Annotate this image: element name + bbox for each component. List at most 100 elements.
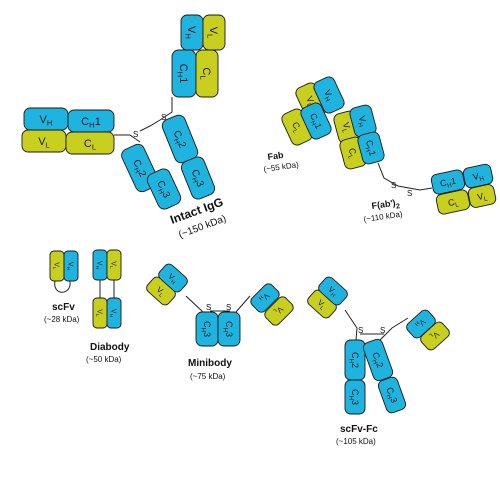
fab-ch1-domain: CH1: [300, 102, 332, 140]
domain-label: VH: [65, 262, 74, 271]
diabody-lower-vl-domain: VL: [92, 297, 108, 329]
fab-diagram: VL VH CL CH1 Fab (~55 kDa): [263, 76, 345, 174]
fab-mw-label: (~55 kDa): [263, 160, 300, 174]
igg-left-cl-domain: CL: [65, 131, 115, 155]
igg-hinge-line-right: [139, 97, 173, 132]
scfvfc-ch3-right: CH3: [377, 376, 407, 414]
scfv-linker: [54, 280, 71, 293]
domain-box: [377, 376, 407, 414]
domain-label: CH3: [153, 179, 172, 201]
minibody-right-vl-domain: VL: [264, 296, 294, 326]
minibody-disulfide-s2: S: [226, 303, 231, 312]
domain-label: CH2: [368, 351, 385, 370]
diabody-mw-label: (~50 kDa): [86, 355, 122, 364]
minibody-label: Minibody: [188, 358, 232, 369]
domain-label: VH: [472, 170, 485, 184]
minibody-diagram: VL VH VH VL CH3 CH3 S S Minibody (~75 kD…: [146, 263, 294, 381]
fab2-label: F(ab')2: [371, 197, 401, 214]
fab2-lower-ch1-domain: CH1: [430, 169, 466, 195]
fab-label: Fab: [267, 150, 285, 162]
fab2-diagram: VL VH CL CH1 CH1 VH CL VL S S F(ab')2 (~…: [333, 104, 497, 224]
domain-label: VL: [38, 136, 50, 150]
minibody-hinge: S S: [185, 295, 251, 313]
igg-left-ch1-domain: CH1: [67, 109, 115, 133]
domain-box: [357, 131, 385, 165]
domain-box: [420, 321, 450, 351]
domain-label: CH1: [175, 64, 189, 84]
domain-label: VL: [51, 262, 60, 270]
domain-label: VH: [183, 26, 197, 39]
domain-box: [344, 379, 366, 415]
igg-left-vh-domain: VH: [23, 107, 69, 131]
scfvfc-right-vl-domain: VL: [420, 321, 450, 351]
domain-label: VH: [165, 272, 179, 286]
domain-box: [250, 283, 280, 313]
diabody-diagram: VH VL VL VH Diabody (~50 kDa): [86, 249, 130, 364]
igg-fc-ch3-left: CH3: [146, 168, 182, 210]
igg-fc-region: CH2 CH3 CH2 CH3: [121, 114, 216, 210]
domain-label: VH: [40, 114, 53, 128]
scfvfc-ch2-right: CH2: [362, 338, 394, 382]
scfvfc-mw-label: (~105 kDa): [336, 437, 376, 446]
domain-box: [362, 338, 394, 382]
scfv-diagram: VL VH scFv (~28 kDa): [44, 250, 80, 324]
igg-hinge-line-left: [114, 134, 141, 143]
scfv-vh-domain: VH: [63, 250, 79, 282]
minibody-left-vh-domain: VH: [158, 263, 188, 293]
domain-label: CL: [447, 196, 460, 210]
scfvfc-label: scFv-Fc: [340, 424, 378, 435]
domain-box: [313, 76, 345, 114]
domain-label: VH: [257, 290, 271, 304]
diabody-upper-vh-domain: VH: [92, 249, 108, 281]
domain-box: [158, 263, 188, 293]
fab2-hinge-disulfides: S S: [377, 162, 433, 198]
domain-label: VH: [413, 316, 427, 330]
fab2-disulfide-s1: S: [391, 181, 396, 190]
minibody-ch3-right: CH3: [217, 311, 241, 347]
domain-label: CL: [198, 67, 212, 80]
domain-label: VL: [314, 298, 328, 312]
domain-label: VH: [325, 285, 339, 299]
scfv-vl-domain: VL: [49, 250, 65, 282]
domain-label: CH1: [362, 139, 378, 158]
scfv-label: scFv: [52, 302, 75, 313]
domain-box: [146, 168, 182, 210]
domain-label: VL: [153, 285, 167, 299]
domain-label: VL: [339, 121, 353, 134]
diabody-upper-vl-domain: VL: [106, 249, 122, 281]
domain-label: VL: [427, 328, 441, 342]
diabody-lower-vh-domain: VH: [106, 297, 122, 329]
igg-left-vl-domain: VL: [21, 129, 67, 153]
igg-upper-vl-domain: VL: [202, 14, 226, 51]
igg-left-fab-arm: VH CH1 VL CL: [21, 107, 115, 155]
domain-box: [180, 156, 216, 200]
domain-label: CH3: [222, 321, 234, 337]
fab2-lower-vl-domain: VL: [467, 184, 497, 208]
domain-label: CL: [288, 120, 304, 135]
domain-label: CH2: [348, 352, 360, 368]
igg-upper-fab-arm: VH VL CH1 CL: [171, 14, 226, 98]
diabody-label: Diabody: [90, 342, 130, 353]
igg-upper-ch1-domain: CH1: [171, 49, 197, 98]
minibody-mw-label: (~75 kDa): [190, 372, 226, 381]
domain-label: VL: [205, 27, 219, 39]
scfvfc-disulfide-s1: S: [358, 326, 363, 335]
domain-box: [217, 311, 241, 347]
minibody-hinge-line-left: [185, 295, 204, 313]
fab2-mw-label: (~110 kDa): [363, 210, 403, 224]
scfv-fc-diagram: VL VH VH VL CH2 CH3 CH2 CH3 S S scFv-Fc …: [307, 276, 450, 446]
domain-label: VL: [108, 261, 117, 269]
scfvfc-hinge: S S: [344, 309, 409, 341]
igg-hinge-disulfides: S S: [114, 97, 173, 143]
domain-label: VH: [108, 309, 117, 318]
domain-label: CH3: [200, 321, 212, 337]
intact-igg-diagram: VH VL CH1 CL VH CH1 VL CL CH2 CH3 CH2 CH…: [21, 14, 228, 241]
igg-upper-cl-domain: CL: [195, 49, 219, 98]
scfvfc-hinge-line-left: [344, 309, 358, 341]
domain-box: [65, 131, 115, 155]
domain-label: CH1: [439, 176, 457, 191]
scfvfc-ch3-left: CH3: [344, 379, 366, 415]
fab2-lower-cl-domain: CL: [435, 189, 471, 215]
fab2-hinge-line: [377, 162, 433, 191]
